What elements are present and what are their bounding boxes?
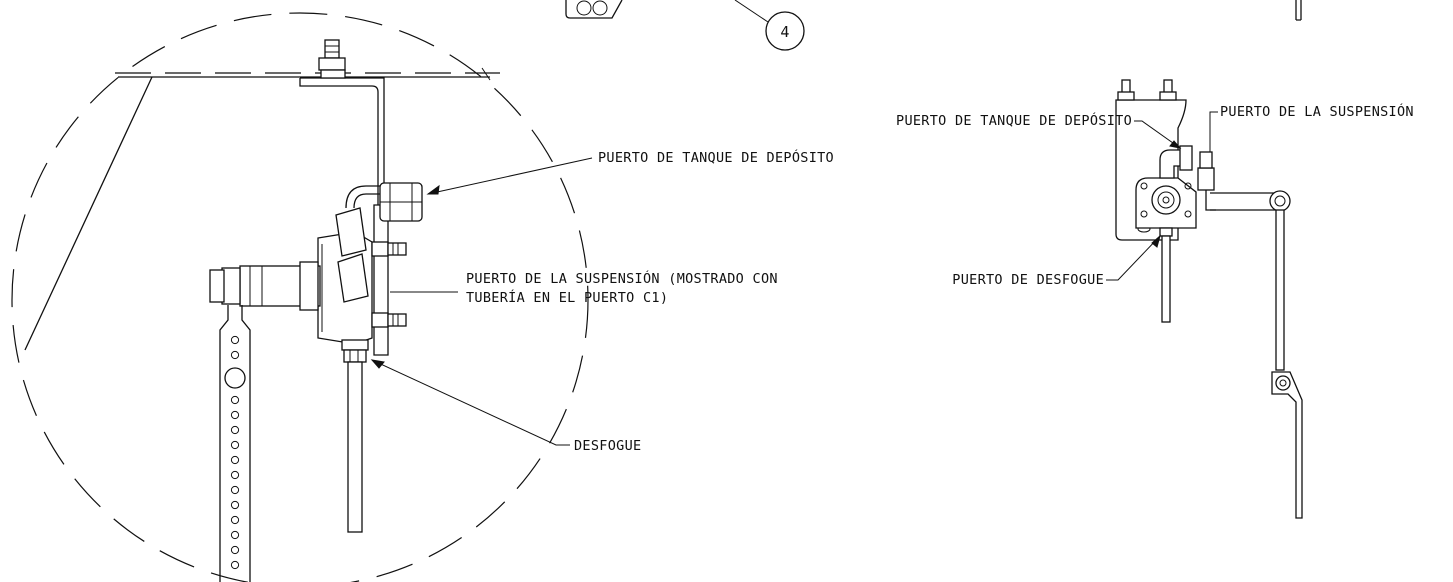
overview-arm (1210, 190, 1303, 519)
reservoir-fitting (379, 182, 423, 222)
valve-body (317, 185, 407, 345)
actuating-shaft (209, 261, 321, 311)
arm-hole (230, 470, 240, 480)
overview-label-exhaust-port: PUERTO DE DESFOGUE (952, 272, 1104, 288)
exhaust-fitting (341, 339, 369, 533)
arm-hole (230, 425, 240, 435)
overview-bracket (1115, 79, 1187, 241)
label-reservoir-port: PUERTO DE TANQUE DE DEPÓSITO (598, 148, 834, 166)
partial-part-top (565, 0, 623, 19)
overview-leaders (1106, 111, 1218, 281)
label-suspension-port-line1: PUERTO DE LA SUSPENSIÓN (MOSTRADO CON (466, 269, 778, 287)
arm-hole (230, 455, 240, 465)
arm-hole (230, 560, 240, 570)
arm-hole (230, 485, 240, 495)
overview-valve (1135, 145, 1216, 323)
arm-hole (230, 545, 240, 555)
mounting-bracket (299, 39, 389, 356)
label-exhaust: DESFOGUE (574, 438, 641, 454)
detail-boundary-circle (11, 12, 589, 582)
arm-hole (230, 410, 240, 420)
arm-hole (230, 440, 240, 450)
arm-hole (230, 350, 240, 360)
arm-hole (230, 515, 240, 525)
arm-hole (230, 395, 240, 405)
overview-label-reservoir-port: PUERTO DE TANQUE DE DEPÓSITO (896, 111, 1132, 129)
arm-hole (230, 500, 240, 510)
label-suspension-port-line2: TUBERÍA EN EL PUERTO C1) (466, 289, 668, 306)
arm-hole (230, 335, 240, 345)
overview-label-suspension-port: PUERTO DE LA SUSPENSIÓN (1220, 102, 1414, 120)
item-callout-balloon: 4 (734, 0, 805, 51)
perforated-arm (219, 305, 251, 582)
partial-part-top-right (1295, 0, 1302, 21)
callout-number: 4 (780, 23, 789, 41)
frame-rail (24, 67, 500, 351)
detail-leaders (370, 157, 593, 446)
arm-hole (230, 530, 240, 540)
